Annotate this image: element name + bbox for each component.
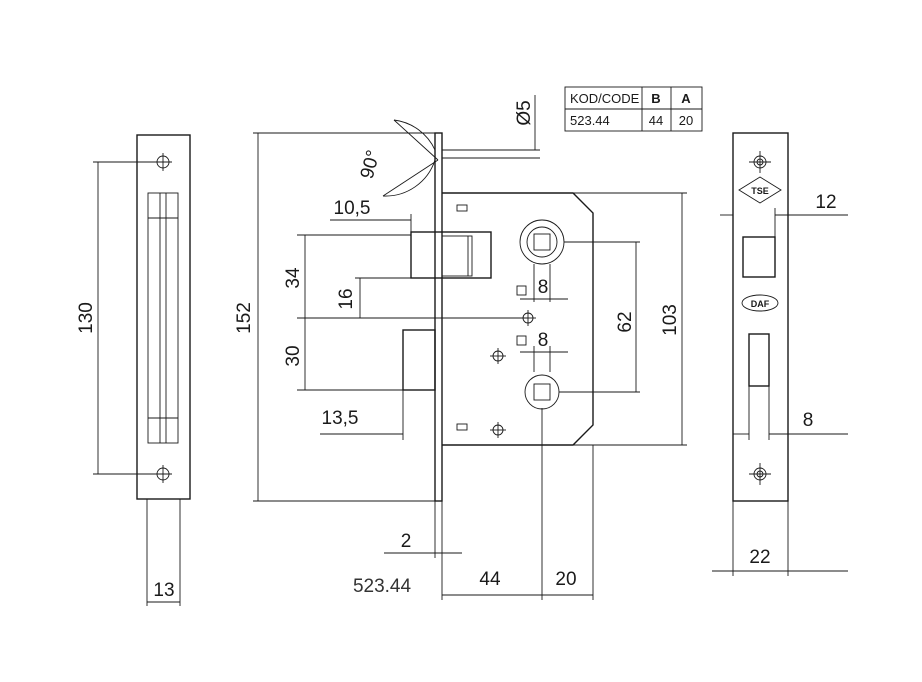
dim-30: 30	[283, 345, 304, 366]
spindle-hub-upper	[519, 219, 565, 265]
model-number: 523.44	[353, 576, 412, 597]
daf-logo: DAF	[741, 294, 779, 312]
tse-logo-text: TSE	[751, 186, 769, 196]
table-cell-code: 523.44	[570, 113, 610, 128]
table-cell-b: 44	[649, 113, 663, 128]
screw-icon	[490, 422, 506, 438]
dim-103: 103	[660, 304, 681, 336]
dim-8-lower: 8	[538, 330, 549, 351]
dim-8-upper: 8	[538, 277, 549, 298]
dim-22: 22	[749, 547, 770, 568]
dim-90-degrees: 90°	[357, 148, 385, 181]
daf-logo-text: DAF	[751, 299, 770, 309]
dim-13-5: 13,5	[322, 408, 359, 429]
faceplate-front-view: 130 13	[76, 134, 191, 606]
dim-16: 16	[336, 288, 357, 309]
screw-hole-icon	[749, 151, 771, 173]
strike-plate-view: TSE DAF 12 8 22	[712, 132, 848, 576]
table-header-b: B	[651, 91, 660, 106]
dim-13: 13	[153, 580, 174, 601]
screw-hole-icon	[749, 463, 771, 485]
tse-logo: TSE	[738, 176, 782, 204]
screw-icon	[490, 348, 506, 364]
dim-2: 2	[401, 531, 412, 552]
lock-side-view: 152 34 30 16 10,5 13,5 90° Ø5	[234, 95, 687, 600]
dim-20: 20	[555, 569, 576, 590]
dim-diameter-5: Ø5	[514, 100, 535, 125]
table-header-a: A	[681, 91, 691, 106]
dim-62: 62	[615, 311, 636, 332]
dim-10-5: 10,5	[334, 198, 371, 219]
dim-44: 44	[479, 569, 501, 590]
table-cell-a: 20	[679, 113, 693, 128]
dim-12: 12	[815, 192, 836, 213]
table-header-code: KOD/CODE	[570, 91, 640, 106]
dim-34: 34	[283, 267, 304, 289]
cylinder-cam-lower	[524, 374, 560, 410]
dim-8-strike: 8	[803, 410, 814, 431]
dim-130: 130	[76, 302, 97, 334]
dim-152: 152	[234, 302, 255, 334]
code-table: KOD/CODE B A 523.44 44 20	[564, 86, 703, 132]
